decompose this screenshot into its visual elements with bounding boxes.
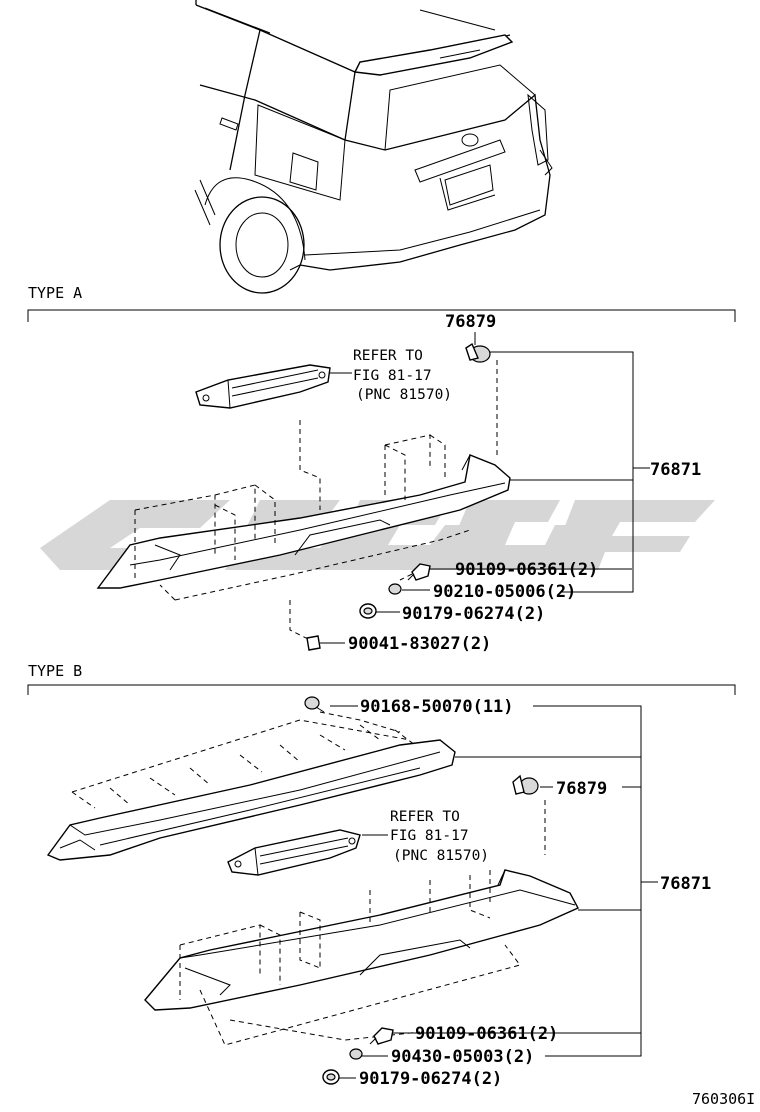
type-b-bracket-right	[533, 705, 642, 1057]
type-b-upper-guides	[71, 711, 416, 809]
type-b-fasteners	[322, 1027, 394, 1085]
type-a-refer-line1: REFER TO	[353, 348, 423, 364]
type-a-bracket	[27, 309, 736, 322]
type-b-refer-line1: REFER TO	[390, 809, 460, 825]
type-a-stop-lamp	[195, 364, 331, 409]
figure-code: 760306I	[692, 1090, 755, 1108]
type-a-label-90109: 90109-06361(2)	[455, 560, 598, 580]
type-a-spoiler	[96, 454, 511, 589]
type-b-label-90179: 90179-06274(2)	[359, 1069, 502, 1089]
type-b-title: TYPE B	[28, 662, 82, 680]
type-a-title: TYPE A	[28, 284, 82, 302]
type-b-screw-90168	[304, 696, 325, 713]
type-a-label-90179: 90179-06274(2)	[402, 604, 545, 624]
type-a-refer-line2: FIG 81-17	[353, 368, 432, 384]
type-a-clip-76879	[465, 342, 491, 363]
type-a-label-90210: 90210-05006(2)	[433, 582, 576, 602]
type-b-bracket	[27, 684, 736, 695]
type-b-refer-line3: (PNC 81570)	[393, 848, 489, 864]
type-b-clip-76879	[512, 774, 539, 795]
type-b-label-90430: 90430-05003(2)	[391, 1047, 534, 1067]
type-a-bracket-76871	[490, 351, 634, 593]
type-a-label-76879: 76879	[445, 312, 496, 332]
type-b-refer-line2: FIG 81-17	[390, 828, 469, 844]
type-b-stop-lamp	[227, 829, 361, 876]
type-a-refer-line3: (PNC 81570)	[356, 387, 452, 403]
type-b-label-76879: 76879	[556, 779, 607, 799]
type-b-lower-spoiler	[144, 869, 579, 1011]
type-b-lower-guides	[179, 870, 521, 1046]
vehicle-illustration	[194, 0, 553, 294]
type-b-label-76871: 76871	[660, 874, 711, 894]
type-b-label-90109: 90109-06361(2)	[415, 1024, 558, 1044]
type-a-label-90041: 90041-83027(2)	[348, 634, 491, 654]
type-b-upper-spoiler	[46, 739, 456, 861]
type-a-fasteners	[306, 563, 431, 651]
type-a-label-76871: 76871	[650, 460, 701, 480]
type-a-mount-guides	[134, 360, 498, 641]
type-b-label-90168: 90168-50070(11)	[360, 697, 514, 717]
